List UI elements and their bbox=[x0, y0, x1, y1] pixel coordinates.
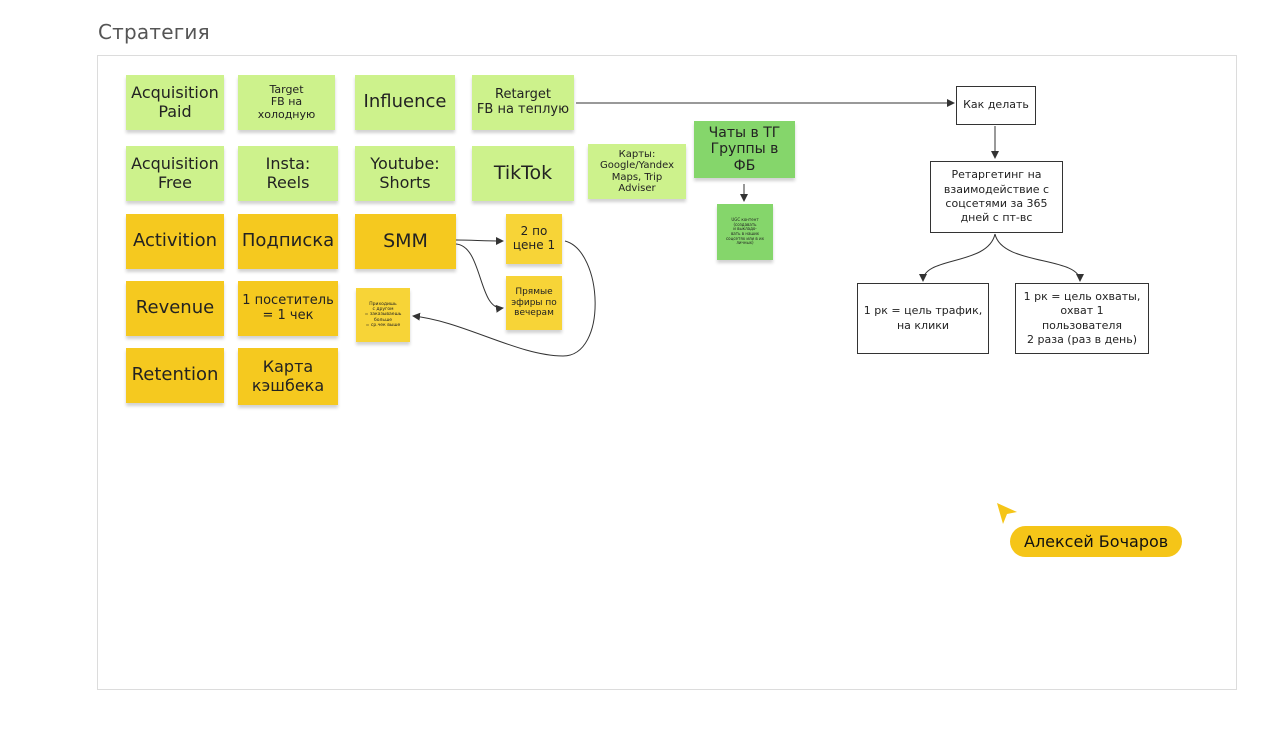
note-2-for-1[interactable]: 2 по цене 1 bbox=[506, 214, 562, 264]
collaborator-cursor-icon bbox=[997, 503, 1017, 524]
note-cashback-card[interactable]: Карта кэшбека bbox=[238, 348, 338, 405]
label-activation[interactable]: Activition bbox=[126, 214, 224, 269]
note-youtube-shorts[interactable]: Youtube: Shorts bbox=[355, 146, 455, 201]
box-how-to[interactable]: Как делать bbox=[956, 86, 1036, 125]
label-revenue[interactable]: Revenue bbox=[126, 281, 224, 336]
note-maps[interactable]: Карты: Google/Yandex Maps, Trip Adviser bbox=[588, 144, 686, 199]
collaborator-name-badge: Алексей Бочаров bbox=[1010, 526, 1183, 557]
label-acquisition-paid[interactable]: Acquisition Paid bbox=[126, 75, 224, 130]
note-1-visitor-1-check[interactable]: 1 посетитель = 1 чек bbox=[238, 281, 338, 336]
whiteboard-canvas[interactable]: Acquisition Paid Target FB на холодную I… bbox=[97, 55, 1237, 690]
note-tiktok[interactable]: TikTok bbox=[472, 146, 574, 201]
label-retention[interactable]: Retention bbox=[126, 348, 224, 403]
note-smm[interactable]: SMM bbox=[355, 214, 456, 269]
note-retarget-fb-warm[interactable]: Retarget FB на теплую bbox=[472, 75, 574, 130]
arrow-retargeting-to-reach bbox=[994, 233, 1084, 282]
box-retargeting[interactable]: Ретаргетинг на взаимодействие с соцсетям… bbox=[930, 161, 1063, 233]
note-evening-live-streams[interactable]: Прямые эфиры по вечерам bbox=[506, 276, 562, 330]
note-chats-groups[interactable]: Чаты в ТГ Группы в ФБ bbox=[694, 121, 795, 178]
note-target-fb-cold[interactable]: Target FB на холодную bbox=[238, 75, 335, 130]
note-ugc-content[interactable]: UGC контент (создавать и выкладо- вать в… bbox=[717, 204, 773, 260]
label-acquisition-free[interactable]: Acquisition Free bbox=[126, 146, 224, 201]
box-campaign-reach[interactable]: 1 рк = цель охваты, охват 1 пользователя… bbox=[1015, 283, 1149, 354]
note-insta-reels[interactable]: Insta: Reels bbox=[238, 146, 338, 201]
note-influence[interactable]: Influence bbox=[355, 75, 455, 130]
box-campaign-traffic[interactable]: 1 рк = цель трафик, на клики bbox=[857, 283, 989, 354]
page-title: Стратегия bbox=[98, 20, 210, 44]
note-come-with-friend[interactable]: Приходишь с другом = заказываешь больше … bbox=[356, 288, 410, 342]
arrow-smm-to-live bbox=[455, 243, 504, 313]
arrow-retargeting-to-traffic bbox=[919, 233, 996, 282]
note-subscription[interactable]: Подписка bbox=[238, 214, 338, 269]
arrow-smm-to-2for1 bbox=[455, 236, 504, 245]
